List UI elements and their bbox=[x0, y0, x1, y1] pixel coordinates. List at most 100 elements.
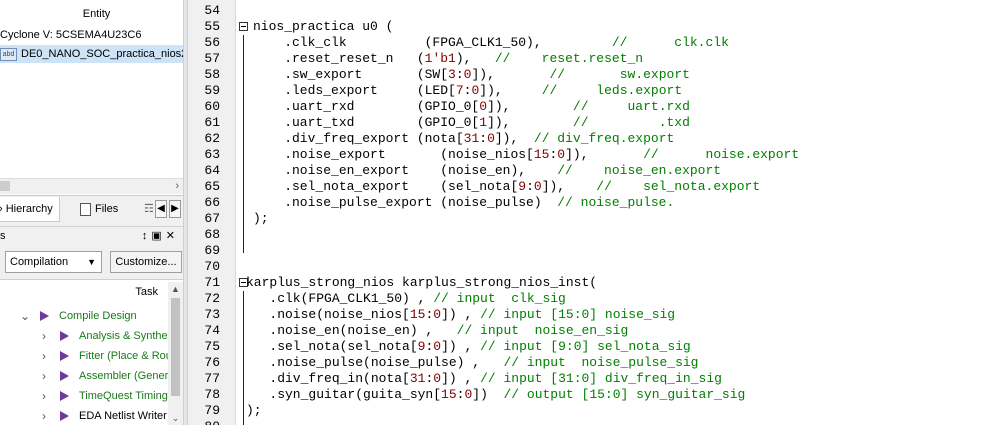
device-row[interactable]: Cyclone V: 5CSEMA4U23C6 bbox=[0, 26, 141, 44]
code-text: .reset_reset_n (1'b1), // reset.reset_n bbox=[253, 51, 644, 66]
code-line[interactable]: 73 .noise(noise_nios[15:0]) , // input [… bbox=[188, 307, 1001, 323]
code-line[interactable]: 57 .reset_reset_n (1'b1), // reset.reset… bbox=[188, 51, 1001, 67]
tab-scroll-right-button[interactable]: ▶ bbox=[169, 200, 181, 218]
code-line[interactable]: 66 .noise_pulse_export (noise_pulse) // … bbox=[188, 195, 1001, 211]
tab-files[interactable]: Files bbox=[74, 197, 124, 221]
code-text: .noise_export (noise_nios[15:0]), // noi… bbox=[253, 147, 800, 162]
fold-minus-icon[interactable] bbox=[239, 278, 248, 287]
code-text: .uart_txd (GPIO_0[1]), // .txd bbox=[253, 115, 690, 130]
code-line[interactable]: 77 .div_freq_in(nota[31:0]) , // input [… bbox=[188, 371, 1001, 387]
scroll-right-icon[interactable]: › bbox=[175, 180, 179, 192]
play-icon bbox=[60, 371, 69, 381]
line-number: 56 bbox=[204, 35, 220, 50]
code-text: .div_freq_in(nota[31:0]) , // input [31:… bbox=[246, 371, 722, 386]
code-text: .noise_pulse(noise_pulse) , // input noi… bbox=[246, 355, 699, 370]
close-icon[interactable]: ✕ bbox=[165, 230, 179, 242]
code-line[interactable]: 72 .clk(FPGA_CLK1_50) , // input clk_sig bbox=[188, 291, 1001, 307]
files-icon bbox=[80, 202, 91, 216]
line-number: 71 bbox=[204, 275, 220, 290]
code-line[interactable]: 75 .sel_nota(sel_nota[9:0]) , // input [… bbox=[188, 339, 1001, 355]
scrollbar-thumb[interactable] bbox=[0, 181, 10, 191]
fold-guide bbox=[243, 387, 244, 403]
fold-guide bbox=[243, 419, 244, 425]
code-line[interactable]: 65 .sel_nota_export (sel_nota[9:0]), // … bbox=[188, 179, 1001, 195]
line-number: 69 bbox=[204, 243, 220, 258]
design-units-icon: ☶ bbox=[144, 203, 154, 215]
chevron-right-icon: › bbox=[42, 329, 46, 343]
code-text: .sel_nota(sel_nota[9:0]) , // input [9:0… bbox=[246, 339, 691, 354]
task-column-header[interactable]: Task bbox=[135, 286, 158, 298]
code-line[interactable]: 69 bbox=[188, 243, 1001, 259]
scroll-up-icon[interactable]: ▲ bbox=[171, 284, 180, 294]
line-number: 64 bbox=[204, 163, 220, 178]
line-number: 59 bbox=[204, 83, 220, 98]
customize-button[interactable]: Customize... bbox=[110, 251, 182, 273]
code-line[interactable]: 61 .uart_txd (GPIO_0[1]), // .txd bbox=[188, 115, 1001, 131]
code-text: .clk_clk (FPGA_CLK1_50), // clk.clk bbox=[253, 35, 729, 50]
horizontal-scrollbar[interactable]: › bbox=[0, 178, 183, 194]
code-line[interactable]: 68 bbox=[188, 227, 1001, 243]
fold-guide bbox=[243, 131, 244, 147]
flow-select[interactable]: Compilation▼ bbox=[5, 251, 102, 273]
top-entity-label: DE0_NANO_SOC_practica_nios2 bbox=[21, 48, 183, 60]
scroll-down-icon[interactable]: ⌄ bbox=[171, 413, 180, 423]
play-icon bbox=[60, 351, 69, 361]
line-number: 68 bbox=[204, 227, 220, 242]
fold-guide bbox=[243, 323, 244, 339]
line-number: 62 bbox=[204, 131, 220, 146]
float-icon[interactable]: ▣ bbox=[151, 230, 166, 242]
line-number: 66 bbox=[204, 195, 220, 210]
fold-guide bbox=[243, 355, 244, 371]
fold-guide bbox=[243, 99, 244, 115]
code-line[interactable]: 58 .sw_export (SW[3:0]), // sw.export bbox=[188, 67, 1001, 83]
line-number: 75 bbox=[204, 339, 220, 354]
fold-guide bbox=[243, 371, 244, 387]
code-line[interactable]: 60 .uart_rxd (GPIO_0[0]), // uart.rxd bbox=[188, 99, 1001, 115]
code-line[interactable]: 63 .noise_export (noise_nios[15:0]), // … bbox=[188, 147, 1001, 163]
code-line[interactable]: 67); bbox=[188, 211, 1001, 227]
entity-column-header[interactable]: Entity bbox=[0, 4, 183, 24]
chevron-right-icon: › bbox=[42, 349, 46, 363]
code-line[interactable]: 59 .leds_export (LED[7:0]), // leds.expo… bbox=[188, 83, 1001, 99]
fold-guide bbox=[243, 291, 244, 307]
line-number: 72 bbox=[204, 291, 220, 306]
scrollbar-thumb[interactable] bbox=[171, 298, 180, 396]
panel-splitter[interactable] bbox=[183, 0, 188, 425]
entity-icon: abd bbox=[0, 47, 17, 61]
tasks-vertical-scrollbar[interactable]: ▲ ⌄ bbox=[168, 282, 183, 425]
top-entity-row[interactable]: abd DE0_NANO_SOC_practica_nios2 bbox=[0, 45, 183, 63]
code-line[interactable]: 70 bbox=[188, 259, 1001, 275]
tab-hierarchy[interactable]: › Hierarchy bbox=[0, 197, 60, 222]
line-number: 67 bbox=[204, 211, 220, 226]
tab-scroll-left-button[interactable]: ◀ bbox=[155, 200, 167, 218]
code-line[interactable]: 54 bbox=[188, 3, 1001, 19]
navigator-tabs: › Hierarchy Files ☶ ◀ ▶ bbox=[0, 195, 183, 223]
code-line[interactable]: 79); bbox=[188, 403, 1001, 419]
code-line[interactable]: 62 .div_freq_export (nota[31:0]), // div… bbox=[188, 131, 1001, 147]
code-text: .noise_pulse_export (noise_pulse) // noi… bbox=[253, 195, 675, 210]
pin-icon[interactable]: ↕ bbox=[141, 230, 152, 242]
code-line[interactable]: 76 .noise_pulse(noise_pulse) , // input … bbox=[188, 355, 1001, 371]
code-line[interactable]: 78 .syn_guitar(guita_syn[15:0]) // outpu… bbox=[188, 387, 1001, 403]
tab-design-units[interactable]: ☶ bbox=[138, 197, 163, 221]
fold-guide bbox=[243, 163, 244, 179]
fold-guide bbox=[243, 179, 244, 195]
code-line[interactable]: 80 bbox=[188, 419, 1001, 425]
line-number-gutter bbox=[188, 0, 236, 425]
code-line[interactable]: 74 .noise_en(noise_en) , // input noise_… bbox=[188, 323, 1001, 339]
fold-guide bbox=[243, 307, 244, 323]
code-text: ); bbox=[253, 211, 269, 226]
code-line[interactable]: 56 .clk_clk (FPGA_CLK1_50), // clk.clk bbox=[188, 35, 1001, 51]
fold-guide bbox=[243, 51, 244, 67]
line-number: 78 bbox=[204, 387, 220, 402]
fold-minus-icon[interactable] bbox=[239, 22, 248, 31]
fold-guide bbox=[243, 227, 244, 243]
code-line[interactable]: 64 .noise_en_export (noise_en), // noise… bbox=[188, 163, 1001, 179]
code-text: .noise(noise_nios[15:0]) , // input [15:… bbox=[246, 307, 676, 322]
chevron-down-icon: ▼ bbox=[87, 257, 96, 267]
code-text: ); bbox=[246, 403, 262, 418]
